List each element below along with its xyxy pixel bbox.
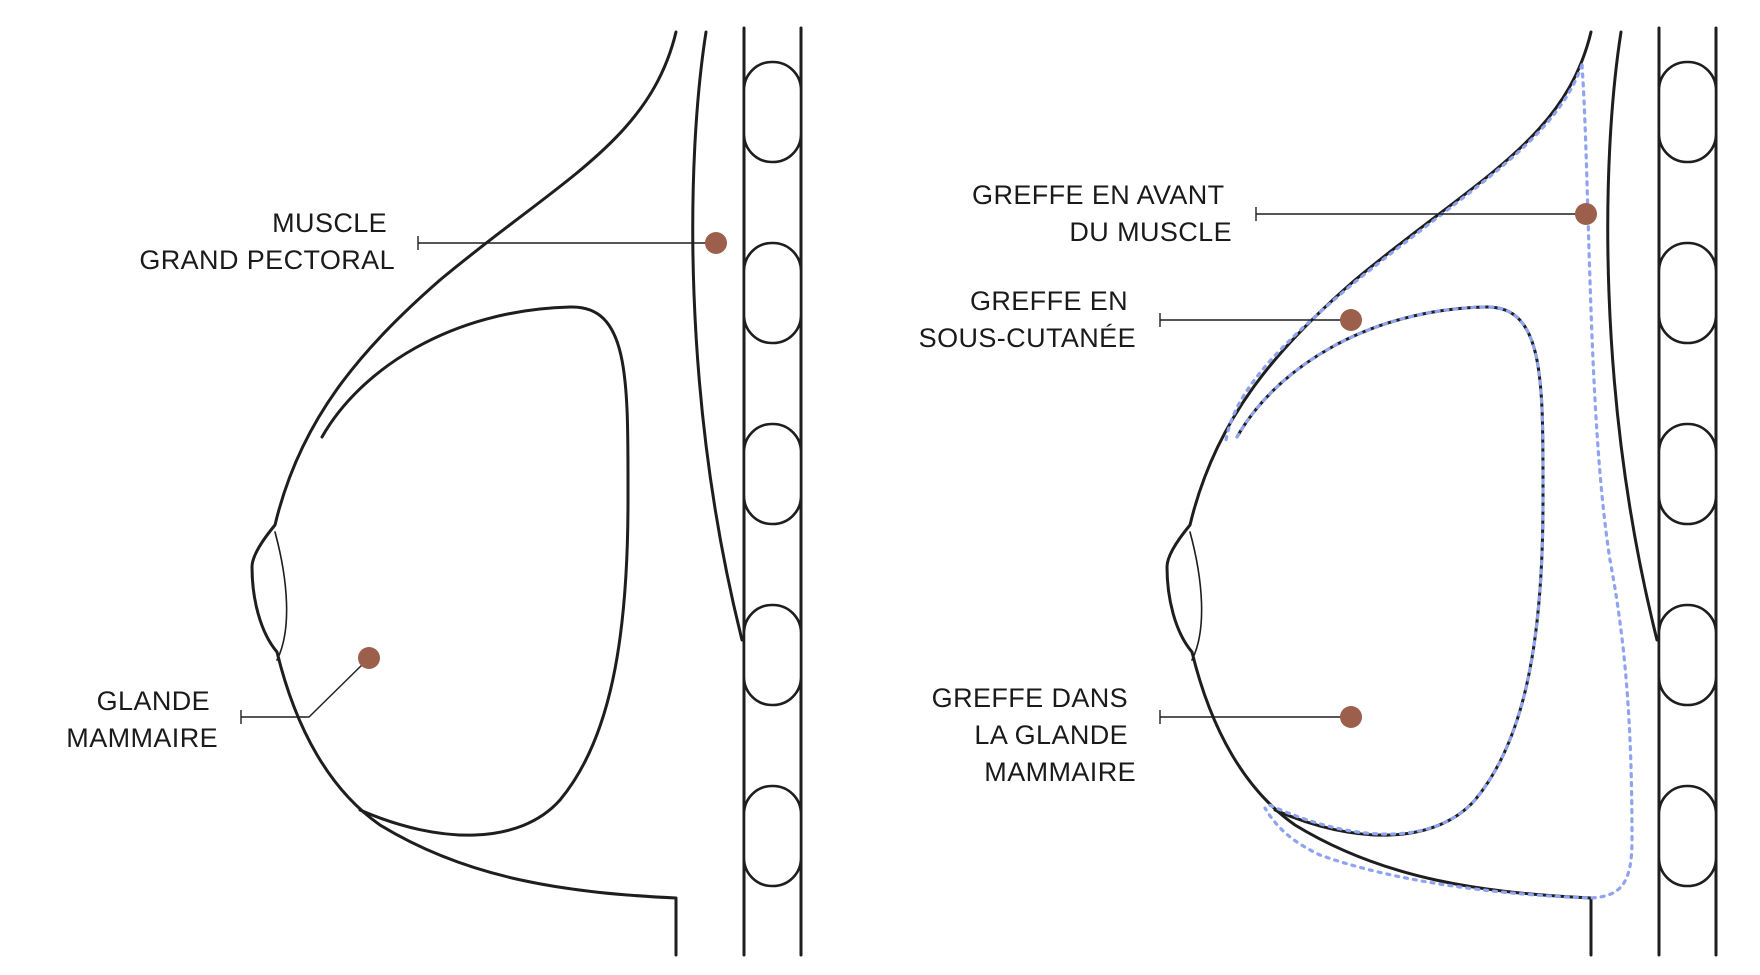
rib <box>742 784 803 888</box>
label-muscle-line2: GRAND PECTORAL <box>139 245 395 275</box>
marker-graft-front-muscle <box>1575 203 1597 225</box>
rib <box>1657 422 1718 526</box>
label-muscle-line1: MUSCLE <box>272 208 387 238</box>
graft-zone-gland <box>1235 305 1545 836</box>
mammary-gland-outline <box>1235 305 1545 837</box>
rib-column <box>742 26 803 957</box>
label-muscle: MUSCLE GRAND PECTORAL <box>139 208 395 275</box>
label-gland-line2: MAMMAIRE <box>66 723 218 753</box>
label-graft-subcutaneous: GREFFE EN SOUS-CUTANÉE <box>919 286 1136 353</box>
rib <box>742 60 803 164</box>
label-graft-front-muscle-line2: DU MUSCLE <box>1069 217 1232 247</box>
label-graft-gland-line3: MAMMAIRE <box>984 757 1136 787</box>
rib <box>1657 60 1718 164</box>
mammary-gland-outline <box>320 305 630 837</box>
left-figure: MUSCLE GRAND PECTORAL GLANDE MAMMAIRE <box>66 26 803 957</box>
right-figure: GREFFE EN AVANT DU MUSCLE GREFFE EN SOUS… <box>919 26 1718 957</box>
rib <box>1657 241 1718 345</box>
graft-zone-front-of-muscle <box>1263 63 1634 900</box>
label-graft-front-muscle-line1: GREFFE EN AVANT <box>972 180 1224 210</box>
label-graft-front-muscle: GREFFE EN AVANT DU MUSCLE <box>972 180 1232 247</box>
rib <box>1657 603 1718 707</box>
breast-skin-outline <box>1165 30 1593 957</box>
rib <box>742 603 803 707</box>
pectoral-muscle-outline <box>691 30 744 642</box>
label-gland-line1: GLANDE <box>97 686 210 716</box>
marker-graft-subcutaneous <box>1340 309 1362 331</box>
label-graft-gland-line2: LA GLANDE <box>974 720 1128 750</box>
label-graft-gland: GREFFE DANS LA GLANDE MAMMAIRE <box>932 683 1136 787</box>
areola-line <box>274 531 288 661</box>
label-graft-subcutaneous-line2: SOUS-CUTANÉE <box>919 323 1136 353</box>
rib-column <box>1657 26 1718 957</box>
marker-muscle <box>705 232 727 254</box>
marker-graft-gland <box>1340 706 1362 728</box>
graft-zone-subcutaneous <box>1224 63 1584 442</box>
rib <box>1657 784 1718 888</box>
label-gland: GLANDE MAMMAIRE <box>66 686 218 753</box>
label-graft-subcutaneous-line1: GREFFE EN <box>970 286 1128 316</box>
rib <box>742 241 803 345</box>
label-graft-gland-line1: GREFFE DANS <box>932 683 1128 713</box>
marker-gland <box>358 647 380 669</box>
areola-line <box>1189 531 1203 661</box>
rib <box>742 422 803 526</box>
pectoral-muscle-outline <box>1606 30 1659 642</box>
leader-gland <box>241 657 370 718</box>
breast-skin-outline <box>250 30 678 957</box>
